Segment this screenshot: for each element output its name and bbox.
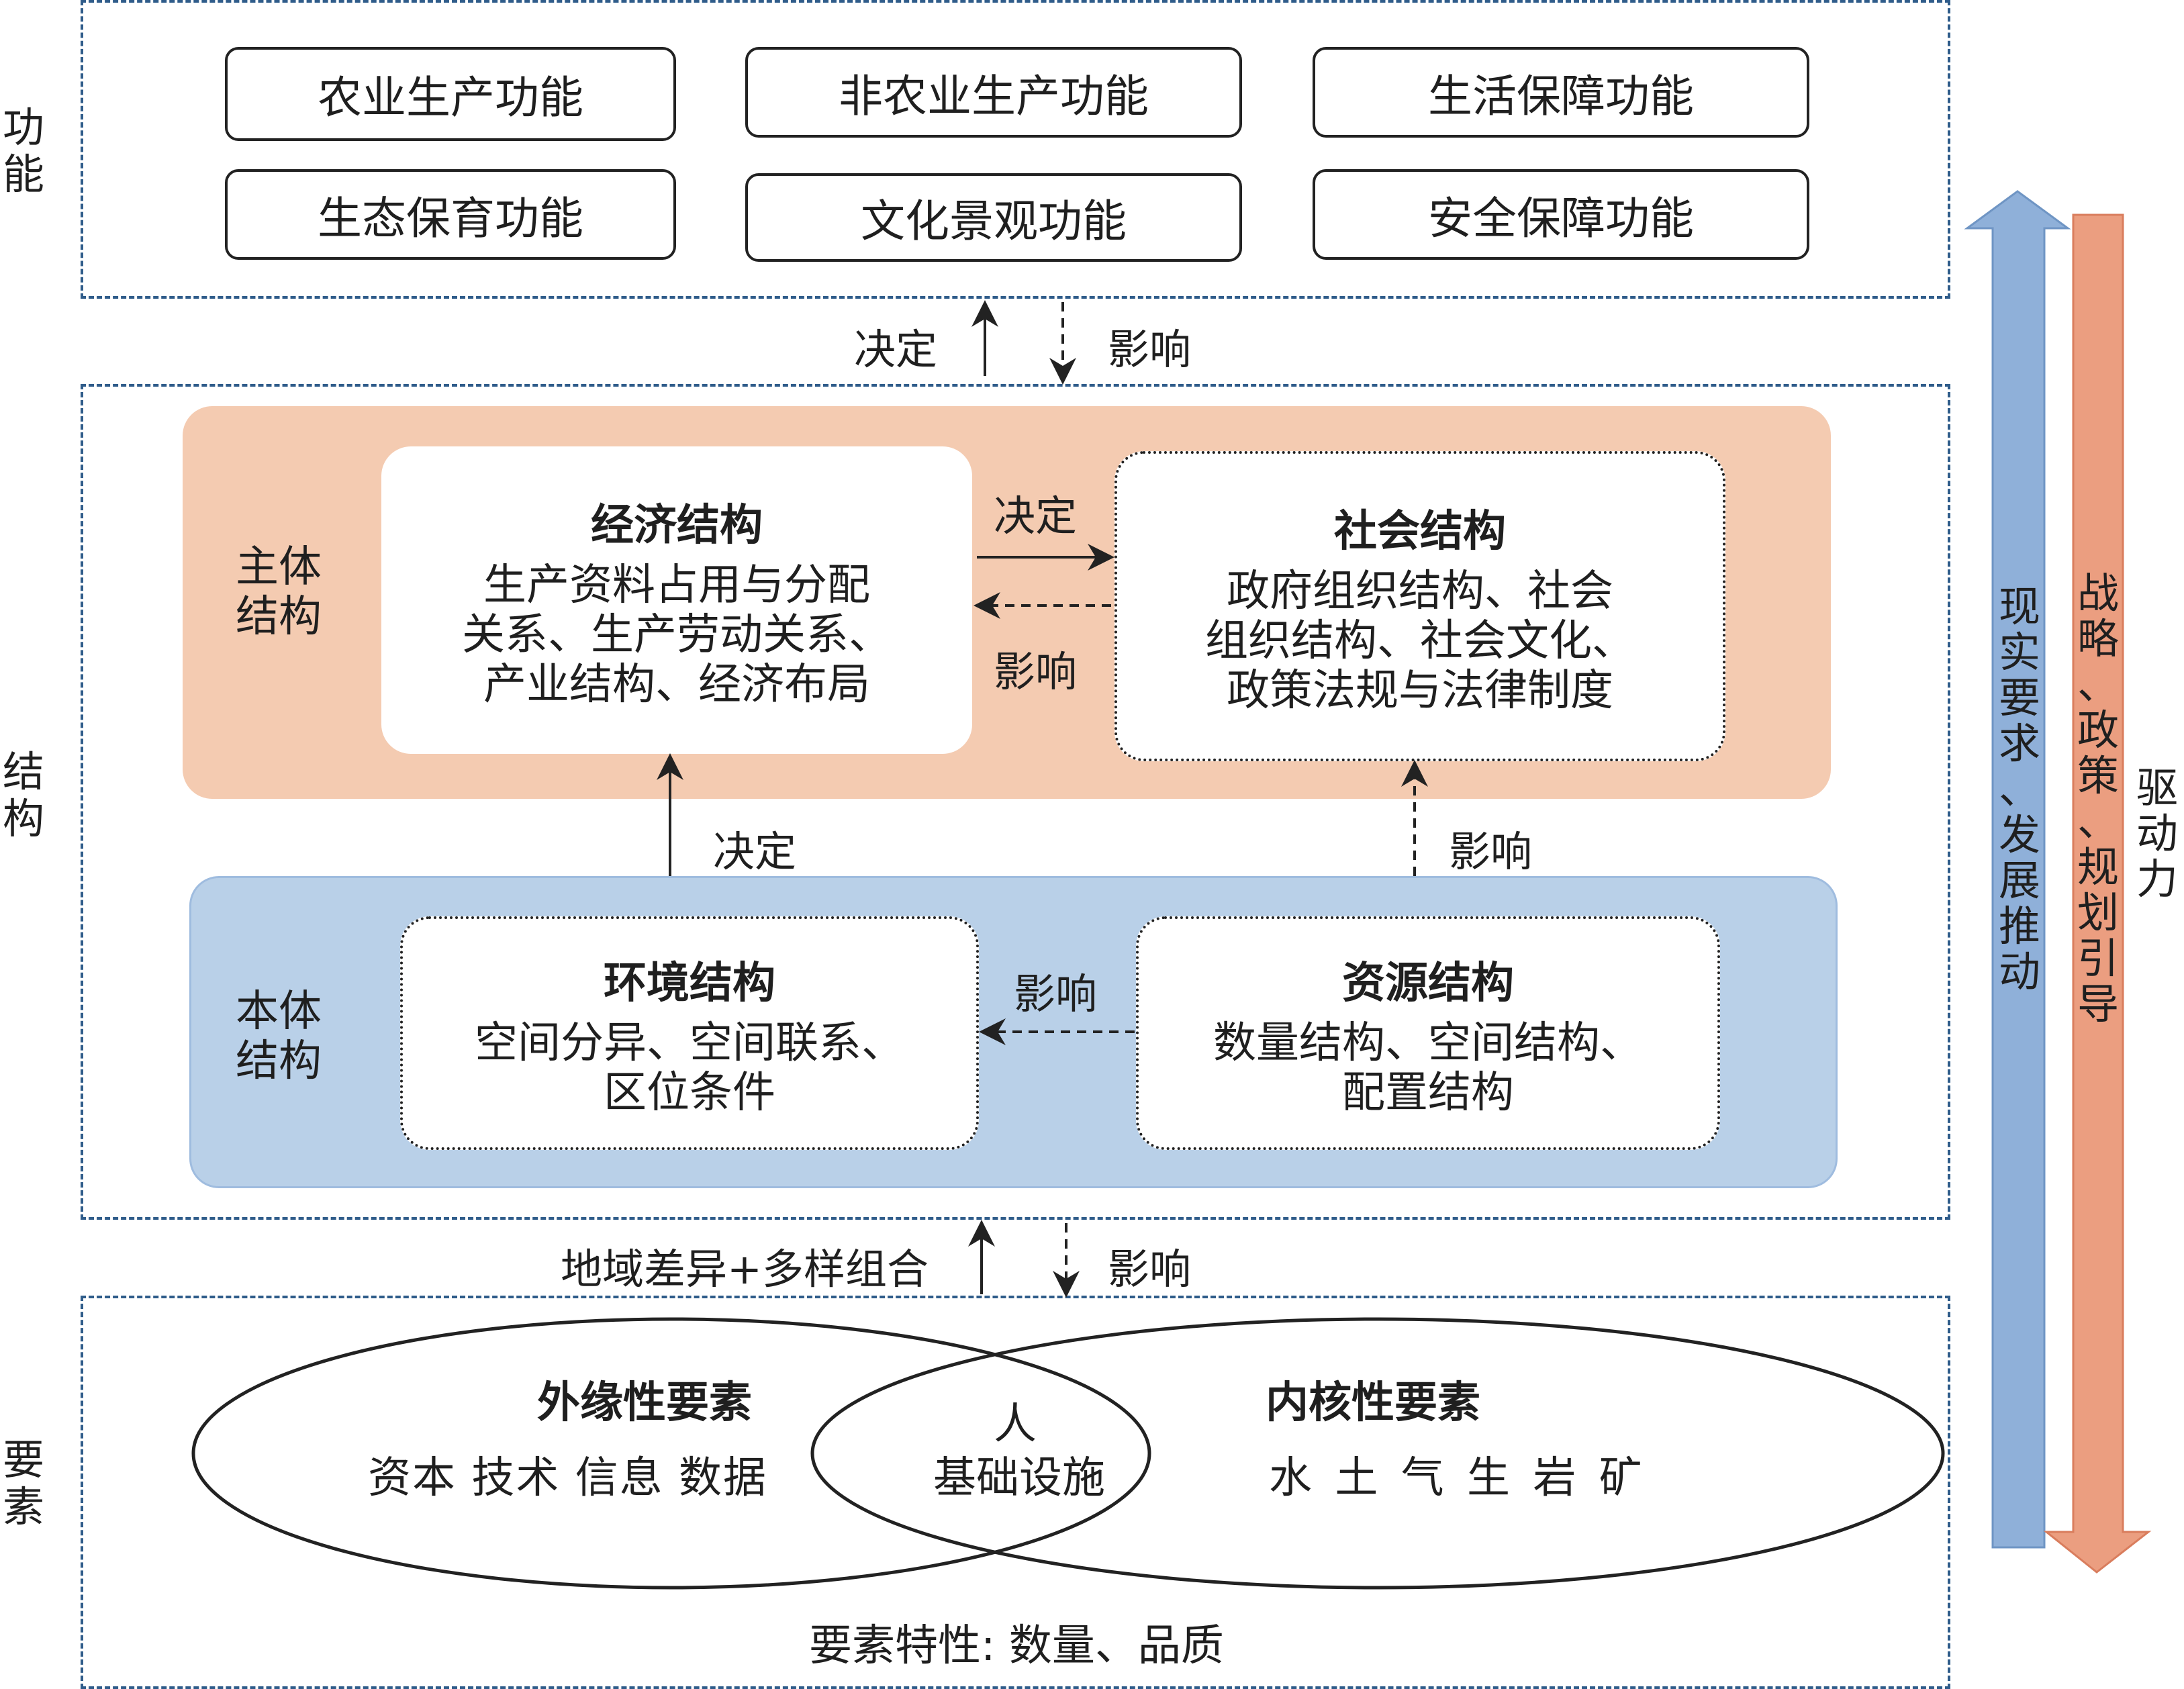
function-ecological-conservation: 生态保育功能: [225, 169, 676, 260]
downward-driver-text: 战略、政策、规划引导: [2077, 569, 2119, 1028]
function-nonagri-production: 非农业生产功能: [745, 47, 1242, 138]
environment-structure-card: 环境结构 空间分异、空间联系、 区位条件: [400, 916, 979, 1150]
overlap-infrastructure: 基础设施: [933, 1453, 1105, 1503]
internal-elements-items: 水 土 气 生 岩 矿: [1269, 1453, 1642, 1503]
elements-frame: [81, 1296, 1950, 1689]
function-influence-label: 影响: [1108, 325, 1192, 374]
upward-driver-arrow: [1964, 190, 2071, 1549]
econ-to-social-determine-label: 决定: [994, 491, 1078, 540]
function-frame: [81, 0, 1950, 299]
function-side-label: 功能: [2, 103, 44, 199]
external-elements-title: 外缘性要素: [537, 1378, 752, 1428]
social-structure-body: 政府组织结构、社会 组织结构、社会文化、 政策法规与法律制度: [1205, 567, 1635, 716]
economic-structure-card: 经济结构 生产资料占用与分配 关系、生产劳动关系、 产业结构、经济布局: [381, 446, 972, 754]
ontology-structure-label: 本体 结构: [236, 987, 322, 1086]
env-to-econ-determine-label: 决定: [713, 827, 797, 876]
res-to-env-influence-label: 影响: [1014, 969, 1098, 1018]
economic-structure-body: 生产资料占用与分配 关系、生产劳动关系、 产业结构、经济布局: [462, 561, 892, 710]
function-agri-production: 农业生产功能: [225, 47, 676, 141]
upward-driver-text: 现实要求、发展推动: [1998, 582, 2040, 996]
elements-influence-label: 影响: [1108, 1245, 1192, 1294]
internal-elements-ellipse: [810, 1317, 1945, 1590]
element-characteristics: 要素特性: 数量、品质: [809, 1621, 1224, 1671]
social-to-econ-influence-label: 影响: [994, 647, 1078, 696]
downward-driver-arrow: [2043, 213, 2152, 1574]
internal-elements-title: 内核性要素: [1266, 1378, 1480, 1428]
function-life-security: 生活保障功能: [1313, 47, 1809, 138]
external-elements-items: 资本 技术 信息 数据: [368, 1453, 768, 1503]
resource-structure-card: 资源结构 数量结构、空间结构、 配置结构: [1136, 916, 1720, 1150]
structure-side-label: 结构: [2, 747, 44, 843]
environment-structure-body: 空间分异、空间联系、 区位条件: [475, 1018, 904, 1118]
social-structure-card: 社会结构 政府组织结构、社会 组织结构、社会文化、 政策法规与法律制度: [1114, 451, 1725, 761]
social-structure-title: 社会结构: [1334, 507, 1506, 557]
economic-structure-title: 经济结构: [591, 501, 763, 550]
resource-structure-body: 数量结构、空间结构、 配置结构: [1213, 1018, 1643, 1118]
external-elements-ellipse: [191, 1317, 1151, 1590]
resource-structure-title: 资源结构: [1342, 959, 1514, 1008]
subject-structure-label: 主体 结构: [236, 542, 322, 642]
structure-frame: [81, 384, 1950, 1220]
elements-side-label: 要素: [2, 1435, 44, 1531]
function-safety-security: 安全保障功能: [1313, 169, 1809, 260]
res-to-social-influence-label: 影响: [1449, 827, 1533, 876]
elements-up-label: 地域差异+多样组合: [561, 1245, 929, 1294]
environment-structure-title: 环境结构: [604, 959, 775, 1008]
function-cultural-landscape: 文化景观功能: [745, 173, 1242, 262]
overlap-people: 人: [994, 1400, 1037, 1449]
driving-force-label: 驱动力: [2136, 763, 2178, 904]
function-determine-label: 决定: [854, 325, 938, 374]
